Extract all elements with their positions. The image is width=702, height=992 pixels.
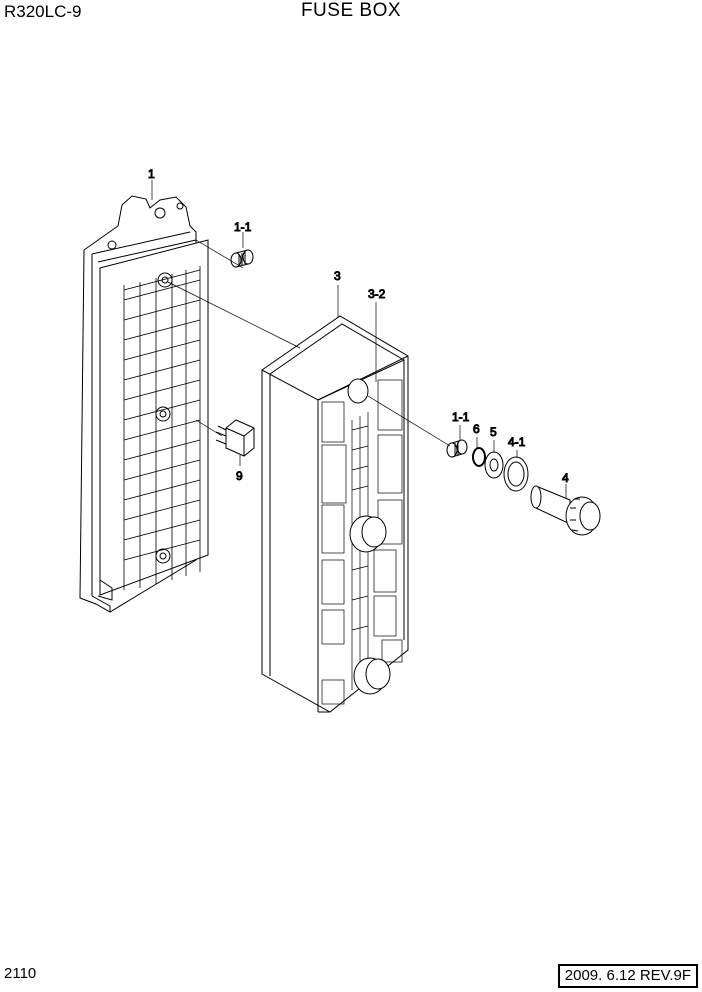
- washer-large: [503, 456, 529, 492]
- callout-1-1-lower: 1-1: [452, 410, 470, 424]
- washer: [484, 451, 504, 479]
- page-number: 2110: [4, 965, 37, 982]
- cap-upper: [230, 249, 254, 268]
- callout-3: 3: [334, 269, 341, 283]
- callout-9: 9: [236, 469, 243, 483]
- callout-6: 6: [473, 422, 480, 436]
- page-title: FUSE BOX: [300, 0, 402, 21]
- callout-1: 1: [148, 167, 155, 181]
- cap-lower: [446, 439, 468, 458]
- callout-1-1-upper: 1-1: [234, 220, 252, 234]
- fuse-box-cover: [261, 315, 409, 713]
- callout-4-1: 4-1: [508, 435, 526, 449]
- revision-box: 2009. 6.12 REV.9F: [557, 964, 698, 988]
- callout-3-2: 3-2: [368, 287, 386, 301]
- callout-4: 4: [562, 471, 569, 485]
- relay: [215, 419, 255, 457]
- leader-lines: [151, 180, 567, 498]
- o-ring: [472, 447, 486, 467]
- fuse-box-body: [79, 195, 209, 613]
- callout-5: 5: [490, 425, 497, 439]
- model-number: R320LC-9: [4, 2, 82, 21]
- knob: [530, 485, 601, 536]
